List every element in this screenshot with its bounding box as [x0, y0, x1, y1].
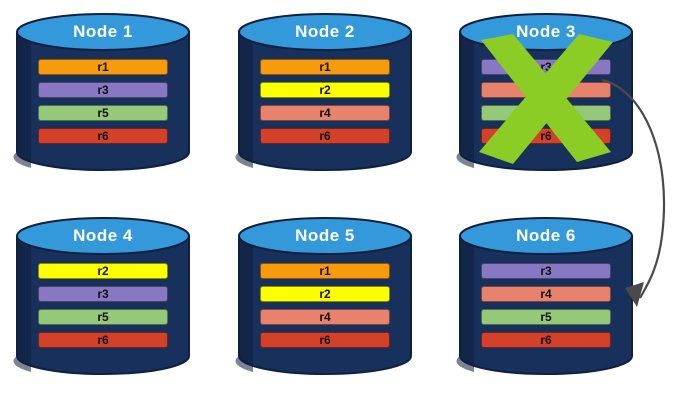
replica-bar[interactable]: r3 [38, 286, 168, 302]
replica-bar[interactable]: r2 [260, 286, 390, 302]
replica-label: r3 [540, 60, 552, 74]
replica-bar[interactable]: r4 [481, 82, 611, 98]
replica-bar[interactable]: r4 [481, 286, 611, 302]
replica-bar[interactable]: r2 [38, 263, 168, 279]
replica-bar[interactable]: r5 [481, 309, 611, 325]
cylinder-top-disc [16, 13, 190, 51]
cylinder-top-disc [16, 217, 190, 255]
replica-bar[interactable]: r6 [260, 128, 390, 144]
replica-bar[interactable]: r3 [481, 59, 611, 75]
replica-label: r1 [97, 60, 109, 74]
replica-label: r6 [540, 129, 552, 143]
replica-stack: r3 r4 r5 r6 [481, 263, 611, 355]
replica-stack: r2 r3 r5 r6 [38, 263, 168, 355]
cylinder-shading [235, 32, 253, 168]
cylinder-shading [456, 32, 474, 168]
replica-label: r5 [97, 106, 109, 120]
replica-bar[interactable]: r6 [260, 332, 390, 348]
replica-bar[interactable]: r1 [260, 263, 390, 279]
replica-bar[interactable]: r4 [260, 105, 390, 121]
replica-bar[interactable]: r2 [260, 82, 390, 98]
replica-stack: r1 r2 r4 r6 [260, 59, 390, 151]
replica-label: r1 [319, 264, 331, 278]
replica-label: r2 [319, 83, 331, 97]
replica-label: r6 [540, 333, 552, 347]
replica-stack: r1 r2 r4 r6 [260, 263, 390, 355]
replica-bar[interactable]: r5 [481, 105, 611, 121]
replica-bar[interactable]: r6 [38, 128, 168, 144]
replica-label: r5 [540, 106, 552, 120]
replica-label: r2 [319, 287, 331, 301]
replica-bar[interactable]: r1 [38, 59, 168, 75]
replica-label: r1 [319, 60, 331, 74]
cylinder-top-disc [238, 13, 412, 51]
replica-label: r4 [319, 106, 331, 120]
replica-label: r5 [97, 310, 109, 324]
cylinder-shading [13, 236, 32, 372]
replica-label: r6 [319, 333, 331, 347]
replica-label: r4 [319, 310, 331, 324]
replica-stack: r3 r4 r5 r6 [481, 59, 611, 151]
replica-bar[interactable]: r1 [260, 59, 390, 75]
cylinder-shading [456, 236, 474, 372]
replica-label: r4 [540, 287, 552, 301]
replica-label: r4 [540, 83, 552, 97]
replica-label: r6 [97, 333, 109, 347]
replica-bar[interactable]: r4 [260, 309, 390, 325]
cylinder-top-disc [238, 217, 412, 255]
replica-bar[interactable]: r5 [38, 105, 168, 121]
cylinder-top-disc [459, 13, 633, 51]
replica-label: r2 [97, 264, 109, 278]
replica-bar[interactable]: r6 [481, 332, 611, 348]
replica-bar[interactable]: r6 [481, 128, 611, 144]
replica-stack: r1 r3 r5 r6 [38, 59, 168, 151]
replica-bar[interactable]: r5 [38, 309, 168, 325]
cylinder-top-disc [459, 217, 633, 255]
replica-label: r6 [97, 129, 109, 143]
replica-bar[interactable]: r3 [38, 82, 168, 98]
replica-label: r5 [540, 310, 552, 324]
replica-label: r3 [97, 287, 109, 301]
replica-bar[interactable]: r6 [38, 332, 168, 348]
cylinder-shading [235, 236, 253, 372]
replica-label: r3 [97, 83, 109, 97]
replica-label: r6 [319, 129, 331, 143]
cylinder-shading [13, 32, 32, 168]
replica-bar[interactable]: r3 [481, 263, 611, 279]
replica-label: r3 [540, 264, 552, 278]
